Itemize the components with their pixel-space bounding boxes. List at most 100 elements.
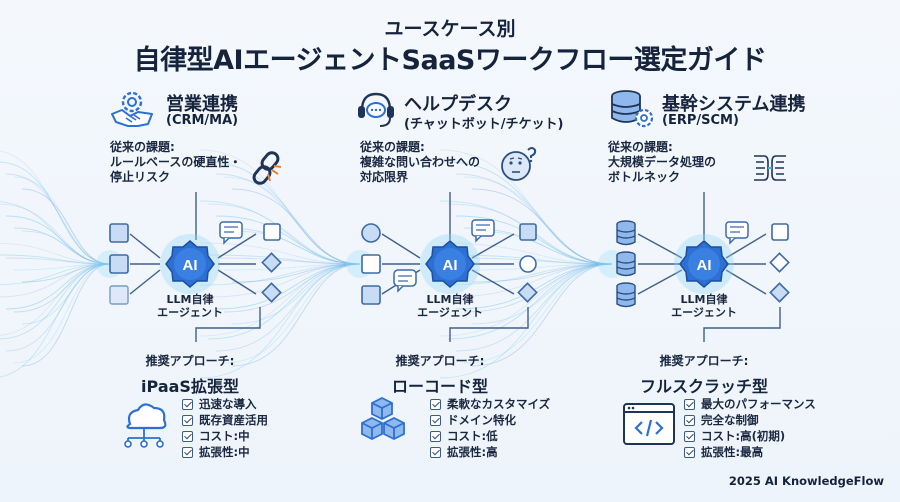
stream-line: [207, 263, 361, 340]
stream-line: [471, 188, 613, 265]
stream-line: [447, 161, 613, 265]
title-line-1: ユースケース別: [384, 18, 516, 40]
stream-line: [455, 173, 613, 265]
challenge-line: 複雑な問い合わせへの: [360, 155, 481, 169]
ai-label-line: LLM自律: [166, 293, 214, 306]
workflow-node: [519, 255, 537, 273]
workflow-diagram-sales: AI: [109, 192, 282, 342]
ai-agent-label: LLM自律 エージェント: [664, 293, 744, 319]
usecase-column-helpdesk: ヘルプデスク (チャットボット/チケット) 従来の課題: 複雑な問い合わせへの …: [300, 82, 600, 482]
workflow-node: [261, 252, 282, 273]
feature-item: コスト:低: [430, 428, 550, 444]
feature-list: 柔軟なカスタマイズ ドメイン特化 コスト:低 拡張性:高: [430, 396, 550, 460]
recommend-label: 推奨アプローチ:: [145, 354, 235, 368]
bottleneck-icon: [754, 155, 786, 181]
workflow-node: [519, 223, 537, 241]
stream-line: [13, 263, 111, 313]
checkbox-icon: [182, 430, 193, 442]
stream-line: [0, 150, 111, 265]
stream-line: [199, 263, 361, 337]
stream-line: [215, 263, 361, 310]
stream-line: [207, 254, 361, 265]
stream-line: [21, 263, 111, 367]
stream-line: [215, 257, 361, 265]
stream-line: [0, 263, 111, 336]
stream-line: [13, 176, 111, 265]
checkbox-icon: [430, 414, 441, 426]
stream-line: [447, 263, 613, 340]
stream-line: [223, 263, 361, 271]
stream-line: [223, 176, 361, 265]
stream-line: [199, 263, 361, 379]
stream-line: [5, 215, 111, 265]
challenge-line: 停止リスク: [110, 170, 171, 184]
usecase-subtitle: (ERP/SCM): [662, 113, 739, 128]
usecase-column-sales: 営業連携 (CRM/MA) 従来の課題: ルールベースの硬直性・ 停止リスク: [0, 82, 300, 482]
chat-bubble-icon: [393, 269, 417, 293]
page-title: 自律型AIエージェントSaaSワークフロー選定ガイド: [133, 45, 767, 76]
chat-bubble-icon: [725, 221, 749, 245]
stream-line: [231, 188, 361, 265]
checkbox-icon: [430, 430, 441, 442]
checkbox-icon: [684, 414, 695, 426]
stream-line: [231, 230, 361, 265]
stream-line: [13, 227, 111, 265]
database-node: [616, 251, 636, 277]
stream-line: [199, 200, 361, 265]
checkbox-icon: [684, 446, 695, 458]
stream-line: [439, 149, 613, 265]
stream-line: [231, 263, 361, 325]
challenge-line: 対応限界: [360, 170, 409, 184]
stream-line: [463, 263, 613, 271]
recommend-value: フルスクラッチ型: [639, 377, 768, 396]
recommendation: 推奨アプローチ: フルスクラッチ型: [624, 352, 784, 397]
stream-line: [455, 215, 613, 265]
stream-line: [215, 215, 361, 265]
feature-item: 既存資産活用: [182, 412, 268, 428]
stream-line: [0, 201, 111, 265]
stream-line: [5, 263, 111, 352]
stream-line: [21, 263, 111, 325]
ai-label-line: エージェント: [417, 306, 483, 319]
recommend-label: 推奨アプローチ:: [659, 354, 749, 368]
usecase-title: 営業連携: [166, 94, 238, 115]
database-node: [616, 220, 636, 246]
workflow-node: [769, 252, 790, 273]
stream-line: [455, 257, 613, 265]
challenge-line: 大規模データ処理の: [608, 155, 717, 169]
workflow-node: [261, 282, 282, 303]
stream-line: [223, 227, 361, 265]
feature-item: コスト:中: [182, 428, 268, 444]
stream-line: [439, 242, 613, 265]
checkbox-icon: [182, 446, 193, 458]
ai-badge-text: AI: [183, 257, 198, 274]
workflow-node: [109, 223, 129, 243]
recommend-value: iPaaS拡張型: [141, 377, 239, 396]
stream-line: [231, 263, 361, 367]
stream-line: [5, 263, 111, 310]
stream-line: [207, 263, 361, 298]
challenge-text: 従来の課題: ルールベースの硬直性・ 停止リスク: [110, 140, 241, 185]
usecase-subtitle: (チャットボット/チケット): [404, 117, 564, 132]
ai-badge-text: AI: [443, 257, 458, 274]
challenge-label: 従来の課題:: [110, 140, 175, 154]
workflow-node: [771, 223, 789, 241]
ai-label-line: LLM自律: [426, 293, 474, 306]
stream-line: [0, 203, 111, 265]
feature-item: 拡張性:中: [182, 444, 268, 460]
handshake-gear-icon: [111, 91, 153, 127]
stream-line: [439, 263, 613, 379]
feature-item: 最大のパフォーマンス: [684, 396, 816, 412]
stream-line: [0, 263, 111, 340]
ai-agent-label: LLM自律 エージェント: [410, 293, 490, 319]
stream-line: [207, 203, 361, 265]
ai-badge-text: AI: [697, 257, 712, 274]
recommendation: 推奨アプローチ: iPaaS拡張型: [110, 352, 270, 397]
feature-item: 柔軟なカスタマイズ: [430, 396, 550, 412]
ai-label-line: エージェント: [157, 306, 223, 319]
stream-line: [231, 263, 361, 283]
recommend-value: ローコード型: [391, 377, 488, 396]
checkbox-icon: [430, 398, 441, 410]
challenge-label: 従来の課題:: [608, 140, 673, 154]
